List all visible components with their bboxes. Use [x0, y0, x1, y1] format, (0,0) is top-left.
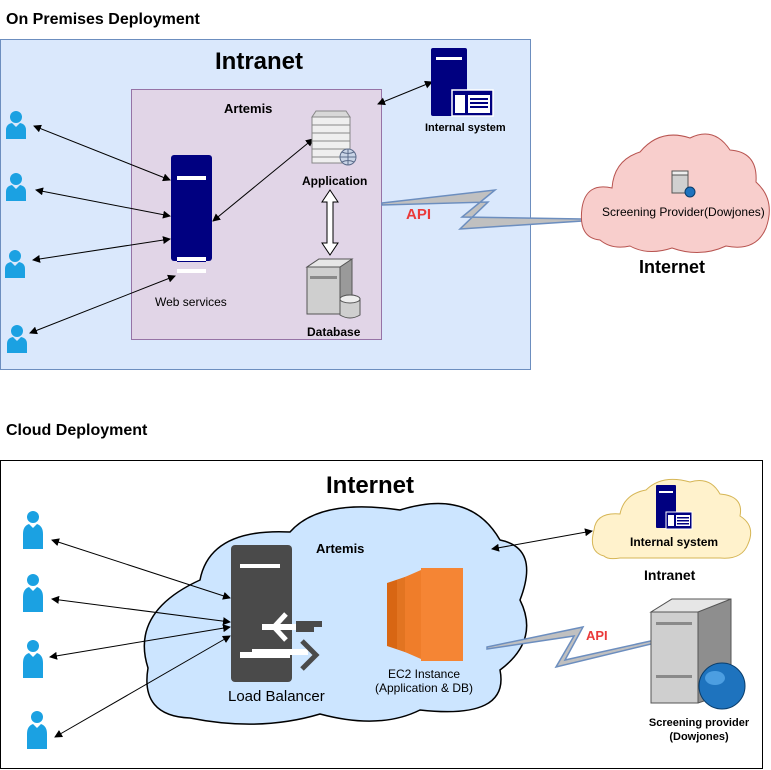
internal-system-label: Internal system	[630, 535, 719, 549]
internet-title: Internet	[326, 472, 415, 499]
user-icon	[23, 640, 43, 678]
cloud-section-title: Cloud Deployment	[6, 422, 148, 439]
load-balancer-icon	[231, 545, 322, 682]
ec2-instance-icon	[387, 568, 463, 661]
connector-arrow	[32, 236, 171, 263]
artemis-label: Artemis	[316, 541, 365, 556]
connector-arrow	[212, 138, 314, 222]
artemis-label: Artemis	[224, 101, 273, 116]
screening-provider-small-icon	[671, 170, 696, 198]
web-services-label: Web services	[155, 295, 227, 309]
user-icon	[7, 325, 27, 353]
database-server-icon	[305, 258, 361, 319]
intranet-label: Intranet	[644, 567, 696, 583]
connector-arrow	[491, 528, 593, 552]
ec2-label-line2: (Application & DB)	[374, 681, 474, 695]
application-server-icon	[311, 110, 357, 166]
api-label: API	[406, 206, 432, 223]
user-icon	[27, 711, 47, 749]
screening-provider-label: Screening provider (Dowjones)	[640, 716, 758, 744]
user-icon	[6, 173, 26, 201]
connector-arrow	[51, 538, 231, 600]
internet-label: Internet	[639, 257, 706, 277]
on-premises-section-title: On Premises Deployment	[6, 11, 200, 28]
ec2-label-line1: EC2 Instance	[387, 667, 461, 681]
connector-arrow	[29, 274, 176, 335]
screening-provider-line1: Screening provider	[648, 717, 750, 729]
screening-provider-label: Screening Provider(Dowjones)	[602, 205, 765, 219]
application-label: Application	[302, 174, 368, 188]
load-balancer-label: Load Balancer	[228, 688, 325, 705]
connector-arrow	[51, 595, 231, 626]
ec2-instance-label: EC2 Instance (Application & DB)	[364, 667, 484, 695]
api-label: API	[586, 628, 608, 643]
user-icon	[23, 574, 43, 612]
database-label: Database	[307, 325, 361, 339]
intranet-label: Intranet	[215, 48, 304, 75]
user-icon	[23, 511, 43, 549]
user-icon	[6, 111, 26, 139]
connector-arrow	[33, 124, 171, 182]
internal-system-label: Internal system	[425, 122, 506, 134]
user-icon	[5, 250, 25, 278]
screening-provider-line2: (Dowjones)	[669, 731, 729, 743]
connector-arrow	[54, 635, 231, 738]
connector-arrow	[377, 80, 433, 106]
internal-system-icon	[431, 48, 494, 117]
internal-system-icon	[656, 485, 693, 530]
web-services-server-icon	[171, 155, 212, 273]
connector-arrow	[35, 187, 171, 219]
app-db-double-arrow	[321, 189, 339, 256]
screening-provider-server-icon	[649, 598, 746, 710]
